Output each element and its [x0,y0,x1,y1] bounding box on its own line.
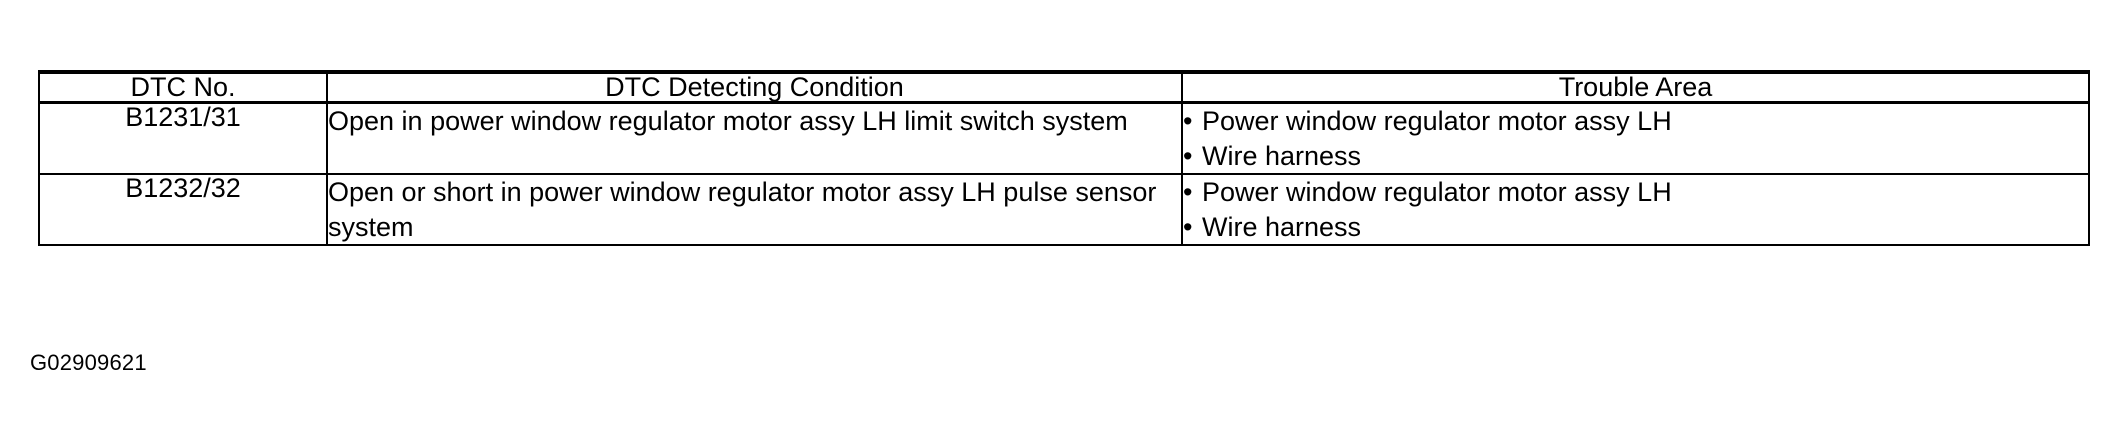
list-item: Wire harness [1183,139,2088,174]
column-header-detecting-condition: DTC Detecting Condition [326,70,1183,104]
list-item: Power window regulator motor assy LH [1183,104,2088,139]
table-header-row: DTC No. DTC Detecting Condition Trouble … [38,70,2090,104]
column-header-trouble-area: Trouble Area [1181,70,2090,104]
detecting-condition-text: Open or short in power window regulator … [328,177,1157,242]
table-row: B1231/31 Open in power window regulator … [38,101,2090,176]
trouble-area-list: Power window regulator motor assy LH Wir… [1183,175,2088,244]
table-body: B1231/31 Open in power window regulator … [38,101,2090,247]
dtc-table: DTC No. DTC Detecting Condition Trouble … [38,70,2090,247]
column-header-dtc-no: DTC No. [38,70,328,104]
list-item: Wire harness [1183,210,2088,245]
table-header: DTC No. DTC Detecting Condition Trouble … [38,70,2090,104]
cell-detecting-condition: Open in power window regulator motor ass… [326,101,1183,176]
cell-trouble-area: Power window regulator motor assy LH Wir… [1181,101,2090,176]
cell-detecting-condition: Open or short in power window regulator … [326,173,1183,247]
detecting-condition-text: Open in power window regulator motor ass… [328,106,1128,136]
cell-dtc-no: B1231/31 [38,101,328,176]
table-row: B1232/32 Open or short in power window r… [38,173,2090,247]
trouble-area-list: Power window regulator motor assy LH Wir… [1183,104,2088,173]
cell-trouble-area: Power window regulator motor assy LH Wir… [1181,173,2090,247]
figure-id-caption: G02909621 [30,350,147,375]
list-item: Power window regulator motor assy LH [1183,175,2088,210]
cell-dtc-no: B1232/32 [38,173,328,247]
